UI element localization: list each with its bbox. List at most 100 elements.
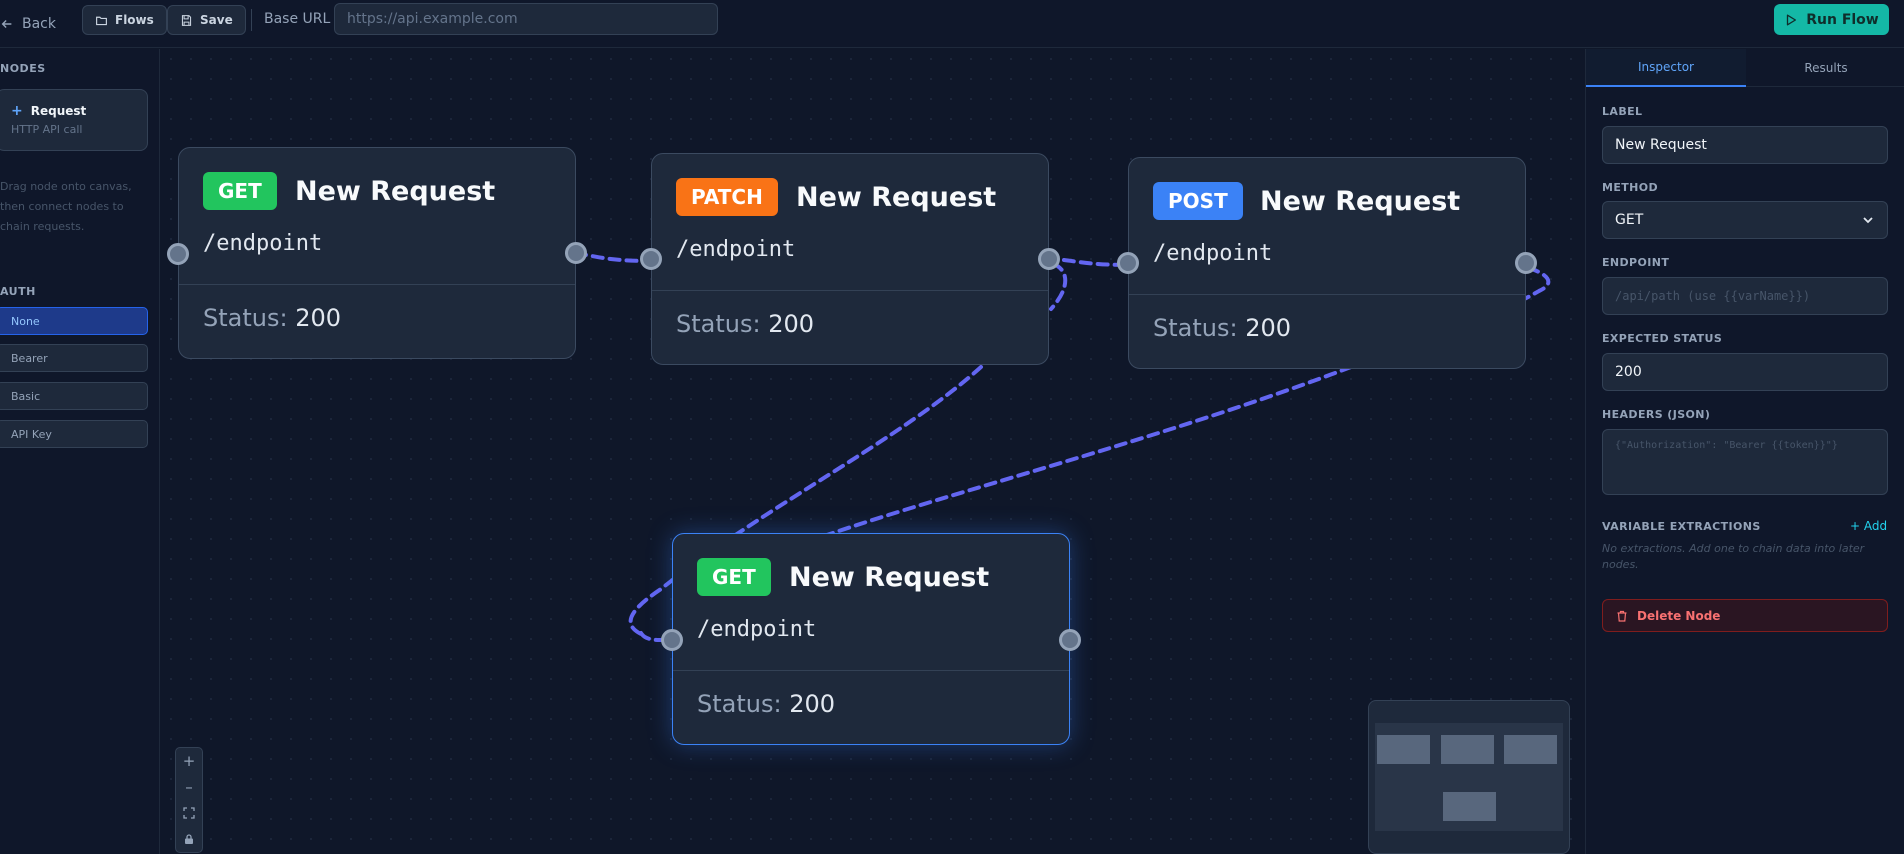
minimap[interactable] bbox=[1368, 700, 1570, 854]
headers-textarea[interactable]: {"Authorization": "Bearer {{token}}"} bbox=[1602, 429, 1888, 495]
method-badge: PATCH bbox=[676, 178, 778, 216]
minus-icon: – bbox=[185, 778, 193, 796]
palette-subtitle: HTTP API call bbox=[11, 123, 83, 136]
delete-node-label: Delete Node bbox=[1637, 608, 1721, 623]
save-label: Save bbox=[200, 13, 233, 27]
node-status: Status: 200 bbox=[203, 304, 341, 332]
back-button[interactable]: Back bbox=[0, 12, 56, 36]
label-heading: LABEL bbox=[1602, 105, 1643, 118]
node-title: New Request bbox=[796, 182, 997, 213]
node-endpoint: /endpoint bbox=[697, 617, 817, 642]
run-flow-label: Run Flow bbox=[1806, 11, 1879, 28]
plus-icon: + bbox=[182, 752, 196, 770]
palette-title: Request bbox=[30, 104, 87, 118]
node-divider bbox=[652, 290, 1048, 291]
folder-icon bbox=[96, 16, 107, 25]
input-handle[interactable] bbox=[640, 248, 662, 270]
divider bbox=[251, 9, 252, 31]
lock-button[interactable] bbox=[176, 826, 202, 852]
request-node[interactable]: GET New Request /endpoint Status: 200 bbox=[167, 147, 587, 359]
fit-view-icon bbox=[183, 807, 195, 819]
zoom-out-button[interactable]: – bbox=[176, 774, 202, 800]
headers-heading: HEADERS (JSON) bbox=[1602, 408, 1711, 421]
palette-title-row: + Request bbox=[11, 103, 86, 119]
output-handle[interactable] bbox=[1038, 248, 1060, 270]
status-label: Status: bbox=[203, 304, 288, 332]
endpoint-heading: ENDPOINT bbox=[1602, 256, 1670, 269]
canvas-controls: + – bbox=[175, 747, 203, 853]
node-title: New Request bbox=[789, 562, 990, 593]
status-label: Status: bbox=[697, 690, 782, 718]
input-handle[interactable] bbox=[1117, 252, 1139, 274]
chevron-down-icon bbox=[1863, 217, 1873, 224]
run-flow-button[interactable]: Run Flow bbox=[1774, 4, 1889, 35]
method-select-value: GET bbox=[1615, 212, 1644, 228]
node-endpoint: /endpoint bbox=[676, 237, 796, 262]
flows-button[interactable]: Flows bbox=[82, 5, 167, 35]
top-bar: Back Flows Save Base URL Run Flow bbox=[0, 0, 1904, 48]
node-endpoint: /endpoint bbox=[203, 231, 323, 256]
play-icon bbox=[1787, 14, 1797, 25]
auth-option-bearer[interactable]: Bearer bbox=[0, 344, 148, 372]
output-handle[interactable] bbox=[565, 242, 587, 264]
extractions-heading: VARIABLE EXTRACTIONS bbox=[1602, 520, 1761, 533]
tab-results[interactable]: Results bbox=[1804, 61, 1848, 75]
label-input[interactable]: New Request bbox=[1602, 126, 1888, 164]
node-divider bbox=[179, 284, 575, 285]
node-divider bbox=[1129, 294, 1525, 295]
arrow-left-icon bbox=[1, 20, 12, 28]
node-title: New Request bbox=[295, 176, 496, 207]
plus-icon: + bbox=[11, 103, 23, 119]
save-button[interactable]: Save bbox=[167, 5, 246, 35]
lock-icon bbox=[185, 834, 193, 844]
request-node-selected[interactable]: GET New Request /endpoint Status: 200 bbox=[661, 533, 1081, 745]
input-handle[interactable] bbox=[167, 243, 189, 265]
flows-label: Flows bbox=[115, 13, 154, 27]
method-badge: POST bbox=[1153, 182, 1243, 220]
auth-option-none[interactable]: None bbox=[0, 307, 148, 335]
base-url-input[interactable] bbox=[334, 3, 718, 35]
minimap-node bbox=[1504, 735, 1557, 764]
status-value: 200 bbox=[1245, 314, 1292, 342]
save-icon bbox=[181, 14, 192, 26]
add-extraction-button[interactable]: + Add bbox=[1850, 519, 1888, 533]
minimap-node bbox=[1441, 735, 1494, 764]
trash-icon bbox=[1617, 610, 1627, 622]
nodes-heading: NODES bbox=[0, 62, 46, 75]
node-title: New Request bbox=[1260, 186, 1461, 217]
node-status: Status: 200 bbox=[1153, 314, 1291, 342]
method-heading: METHOD bbox=[1602, 181, 1659, 194]
method-badge: GET bbox=[697, 558, 771, 596]
inspector-panel: Inspector Results LABEL New Request METH… bbox=[1585, 49, 1904, 854]
delete-node-button[interactable]: Delete Node bbox=[1602, 599, 1888, 632]
expected-status-heading: EXPECTED STATUS bbox=[1602, 332, 1723, 345]
palette-request-node[interactable]: + Request HTTP API call bbox=[0, 89, 148, 151]
panel-tabs: Inspector Results bbox=[1586, 49, 1904, 87]
expected-status-input[interactable]: 200 bbox=[1602, 353, 1888, 391]
back-label: Back bbox=[22, 16, 56, 32]
request-node[interactable]: POST New Request /endpoint Status: 200 bbox=[1117, 157, 1537, 369]
status-value: 200 bbox=[789, 690, 836, 718]
tab-inspector[interactable]: Inspector bbox=[1586, 49, 1746, 87]
request-node[interactable]: PATCH New Request /endpoint Status: 200 bbox=[640, 153, 1060, 365]
node-palette-sidebar: NODES + Request HTTP API call Drag node … bbox=[0, 49, 160, 854]
method-select[interactable]: GET bbox=[1602, 201, 1888, 239]
no-extractions-text: No extractions. Add one to chain data in… bbox=[1602, 542, 1865, 571]
node-status: Status: 200 bbox=[697, 690, 835, 718]
flow-canvas[interactable]: GET New Request /endpoint Status: 200 PA… bbox=[161, 49, 1585, 854]
auth-option-basic[interactable]: Basic bbox=[0, 382, 148, 410]
minimap-node bbox=[1443, 792, 1496, 821]
base-url-label: Base URL bbox=[264, 11, 331, 27]
fit-view-button[interactable] bbox=[176, 800, 202, 826]
status-label: Status: bbox=[1153, 314, 1238, 342]
input-handle[interactable] bbox=[661, 629, 683, 651]
status-value: 200 bbox=[768, 310, 815, 338]
palette-hint: Drag node onto canvas, then connect node… bbox=[0, 180, 132, 233]
status-label: Status: bbox=[676, 310, 761, 338]
endpoint-input[interactable]: /api/path (use {{varName}}) bbox=[1602, 277, 1888, 315]
auth-option-api-key[interactable]: API Key bbox=[0, 420, 148, 448]
output-handle[interactable] bbox=[1059, 629, 1081, 651]
output-handle[interactable] bbox=[1515, 252, 1537, 274]
edge-into-4[interactable] bbox=[639, 631, 675, 643]
zoom-in-button[interactable]: + bbox=[176, 748, 202, 774]
